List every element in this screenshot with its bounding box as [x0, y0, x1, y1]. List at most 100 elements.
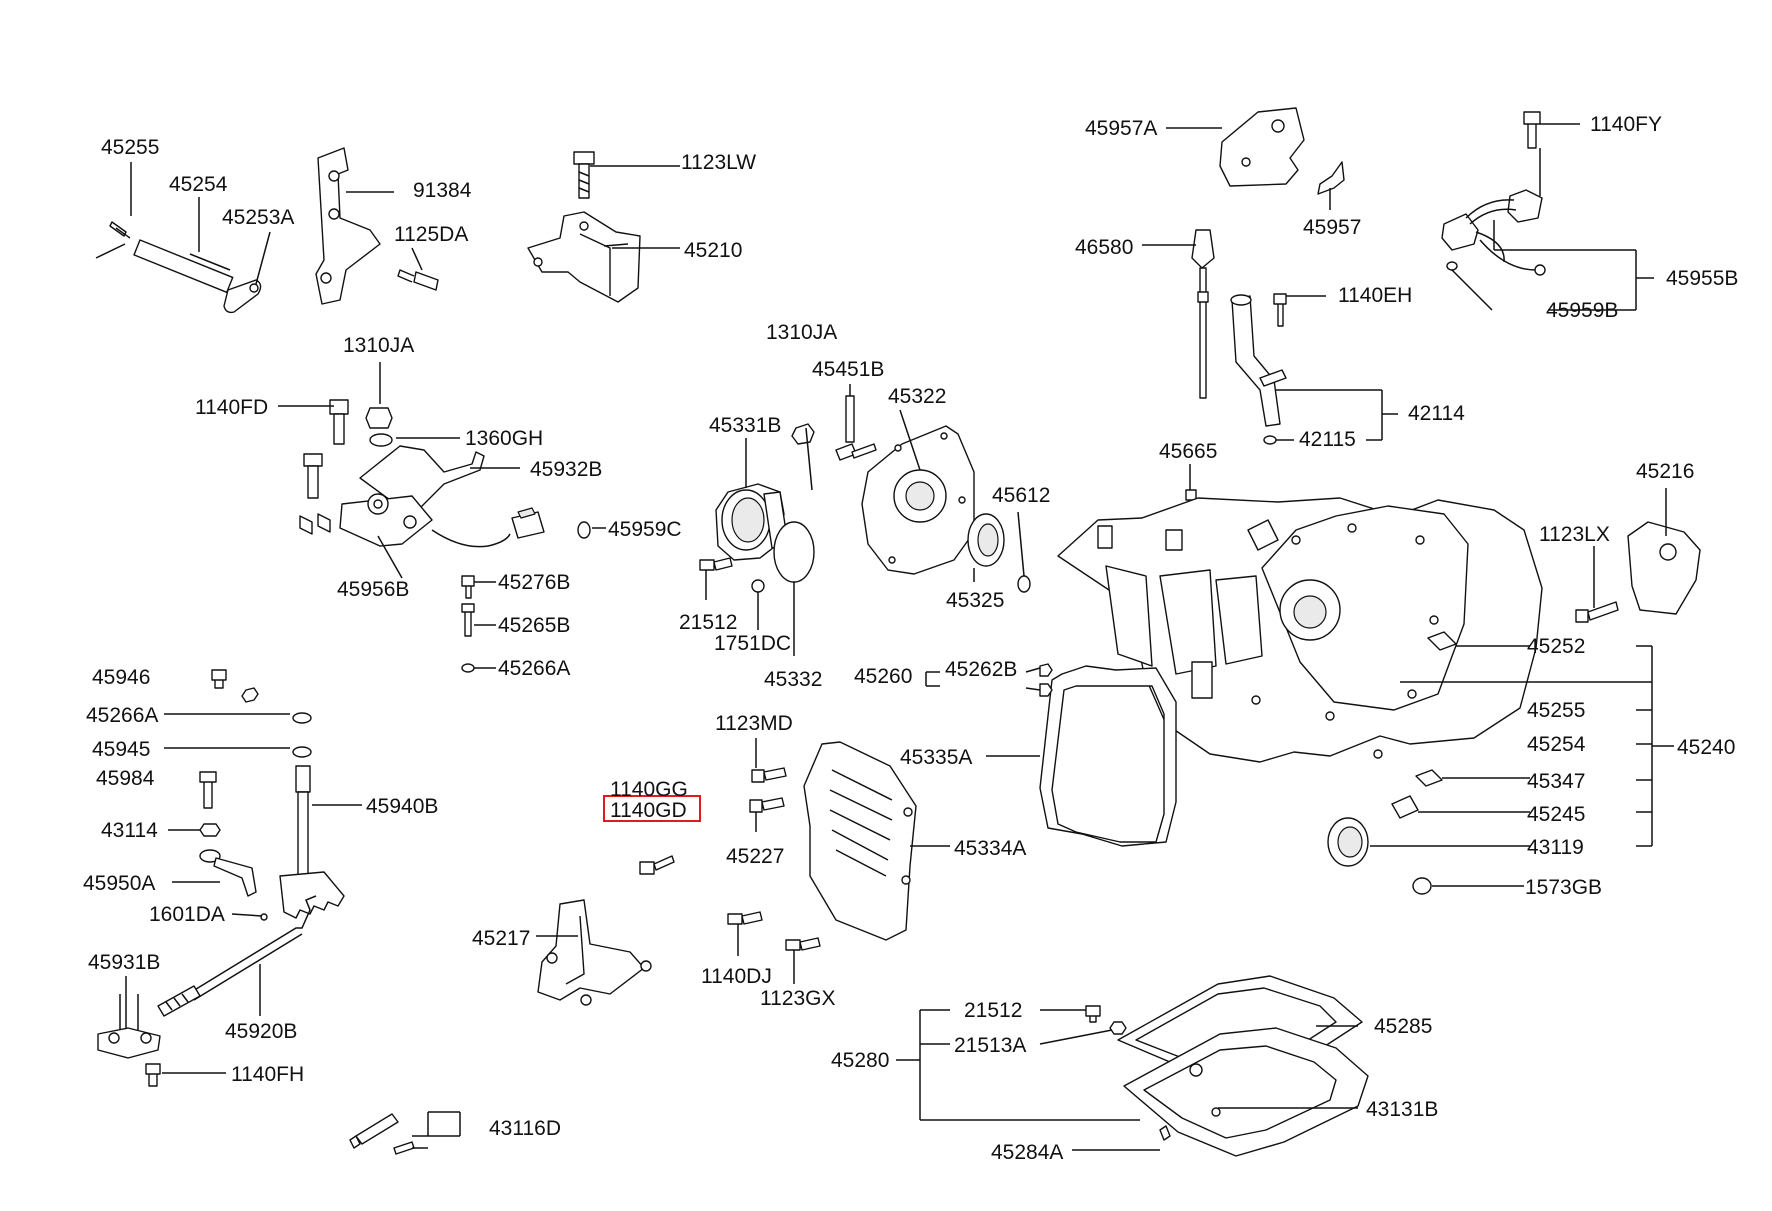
label-1140EH[interactable]: 1140EH: [1338, 284, 1412, 307]
washer-21513A-drawing: [1109, 1021, 1127, 1035]
label-45950A[interactable]: 45950A: [83, 872, 155, 895]
label-1601DA[interactable]: 1601DA: [149, 903, 225, 926]
label-1140FY[interactable]: 1140FY: [1590, 113, 1662, 136]
clip-45612-drawing: [1017, 575, 1031, 593]
label-45284A[interactable]: 45284A: [991, 1141, 1063, 1164]
pin-45252-drawing: [1427, 631, 1457, 651]
label-45347[interactable]: 45347: [1527, 770, 1585, 793]
highlight-box-1140GD: [603, 795, 701, 822]
label-45210[interactable]: 45210: [684, 239, 742, 262]
label-1310JA-center[interactable]: 1310JA: [766, 321, 837, 344]
part-number-labels: 45255 45254 45253A 91384 1125DA 1123LW 4…: [83, 113, 1738, 1164]
label-1140FD[interactable]: 1140FD: [195, 396, 268, 419]
label-42114[interactable]: 42114: [1408, 402, 1465, 425]
label-45266A-mid[interactable]: 45266A: [498, 657, 570, 680]
label-45940B[interactable]: 45940B: [366, 795, 438, 818]
label-1310JA-left[interactable]: 1310JA: [343, 334, 414, 357]
label-45955B[interactable]: 45955B: [1666, 267, 1738, 290]
label-45957A[interactable]: 45957A: [1085, 117, 1157, 140]
label-1140GG[interactable]: 1140GG: [610, 778, 688, 801]
label-45331B[interactable]: 45331B: [709, 414, 781, 437]
label-43116D[interactable]: 43116D: [489, 1117, 561, 1140]
label-21512-pan[interactable]: 21512: [964, 999, 1022, 1022]
label-45216[interactable]: 45216: [1636, 460, 1694, 483]
label-21512-center[interactable]: 21512: [679, 611, 737, 634]
label-45920B[interactable]: 45920B: [225, 1020, 297, 1043]
label-1360GH[interactable]: 1360GH: [465, 427, 543, 450]
bolt-1140FH-drawing: [145, 1063, 161, 1087]
cover-45322-drawing: [861, 425, 975, 575]
label-1573GB[interactable]: 1573GB: [1525, 876, 1602, 899]
leader-lines: [125, 123, 1674, 1151]
label-45984[interactable]: 45984: [96, 767, 155, 790]
label-45932B[interactable]: 45932B: [530, 458, 602, 481]
label-45931B[interactable]: 45931B: [88, 951, 160, 974]
label-45276B[interactable]: 45276B: [498, 571, 570, 594]
label-45665[interactable]: 45665: [1159, 440, 1217, 463]
label-45265B[interactable]: 45265B: [498, 614, 570, 637]
label-45280[interactable]: 45280: [831, 1049, 889, 1072]
label-45254-right[interactable]: 45254: [1527, 733, 1586, 756]
label-45285[interactable]: 45285: [1374, 1015, 1432, 1038]
label-45322[interactable]: 45322: [888, 385, 946, 408]
label-1751DC[interactable]: 1751DC: [714, 632, 791, 655]
label-45266A-left[interactable]: 45266A: [86, 704, 158, 727]
label-45946[interactable]: 45946: [92, 666, 150, 689]
cover-45334A-drawing: [803, 741, 917, 941]
bracket-45217-drawing: [537, 899, 652, 1006]
housing-45331B-drawing: [715, 483, 789, 561]
oring-45959C-drawing: [577, 521, 591, 539]
pin-1751DC-drawing: [751, 579, 765, 593]
label-45240[interactable]: 45240: [1677, 736, 1735, 759]
label-1140GD[interactable]: 1140GD: [610, 799, 687, 822]
plug-1573GB-drawing: [1412, 877, 1432, 895]
bolt-45984-drawing: [199, 771, 217, 809]
label-1125DA[interactable]: 1125DA: [394, 223, 468, 246]
label-1123LW[interactable]: 1123LW: [681, 151, 756, 174]
label-1140FH[interactable]: 1140FH: [231, 1063, 304, 1086]
label-43131B[interactable]: 43131B: [1366, 1098, 1438, 1121]
label-45252[interactable]: 45252: [1527, 635, 1585, 658]
label-45957[interactable]: 45957: [1303, 216, 1361, 239]
label-45260[interactable]: 45260: [854, 665, 912, 688]
mount-45216-drawing: [1575, 521, 1701, 623]
shift-rod-45920B-drawing: [157, 895, 317, 1017]
label-45325[interactable]: 45325: [946, 589, 1004, 612]
label-45262B[interactable]: 45262B: [945, 658, 1017, 681]
label-45959C[interactable]: 45959C: [608, 518, 682, 541]
label-46580[interactable]: 46580: [1075, 236, 1133, 259]
label-42115[interactable]: 42115: [1299, 428, 1356, 451]
label-45253A[interactable]: 45253A: [222, 206, 294, 229]
label-1123GX[interactable]: 1123GX: [760, 987, 836, 1010]
dowel-45347-drawing: [1415, 769, 1443, 787]
label-1123MD[interactable]: 1123MD: [715, 712, 793, 735]
label-45255-left[interactable]: 45255: [101, 136, 159, 159]
label-45334A[interactable]: 45334A: [954, 837, 1026, 860]
label-45254-left[interactable]: 45254: [169, 173, 228, 196]
bracket-91384-drawing: [315, 147, 381, 305]
label-43119[interactable]: 43119: [1527, 836, 1584, 859]
label-45451B[interactable]: 45451B: [812, 358, 884, 381]
label-45612[interactable]: 45612: [992, 484, 1050, 507]
label-45255-right[interactable]: 45255: [1527, 699, 1585, 722]
label-1123LX[interactable]: 1123LX: [1539, 523, 1610, 546]
bolt-1123GX-drawing: [785, 937, 821, 951]
label-45335A[interactable]: 45335A: [900, 746, 972, 769]
ring-45266A-drawing: [292, 712, 312, 724]
label-91384[interactable]: 91384: [413, 179, 472, 202]
label-43114[interactable]: 43114: [101, 819, 158, 842]
label-21513A[interactable]: 21513A: [954, 1034, 1026, 1057]
bracket-45245-drawing: [1391, 795, 1419, 819]
label-45217[interactable]: 45217: [472, 927, 530, 950]
seal-45325-drawing: [967, 513, 1005, 567]
gasket-45335A-drawing: [1039, 665, 1177, 847]
bolt-1125DA-drawing: [397, 269, 439, 291]
label-45945[interactable]: 45945: [92, 738, 150, 761]
label-45332[interactable]: 45332: [764, 668, 822, 691]
label-45227[interactable]: 45227: [726, 845, 784, 868]
label-1140DJ[interactable]: 1140DJ: [701, 965, 772, 988]
label-45959B[interactable]: 45959B: [1546, 299, 1618, 322]
label-45245[interactable]: 45245: [1527, 803, 1585, 826]
label-45956B[interactable]: 45956B: [337, 578, 409, 601]
